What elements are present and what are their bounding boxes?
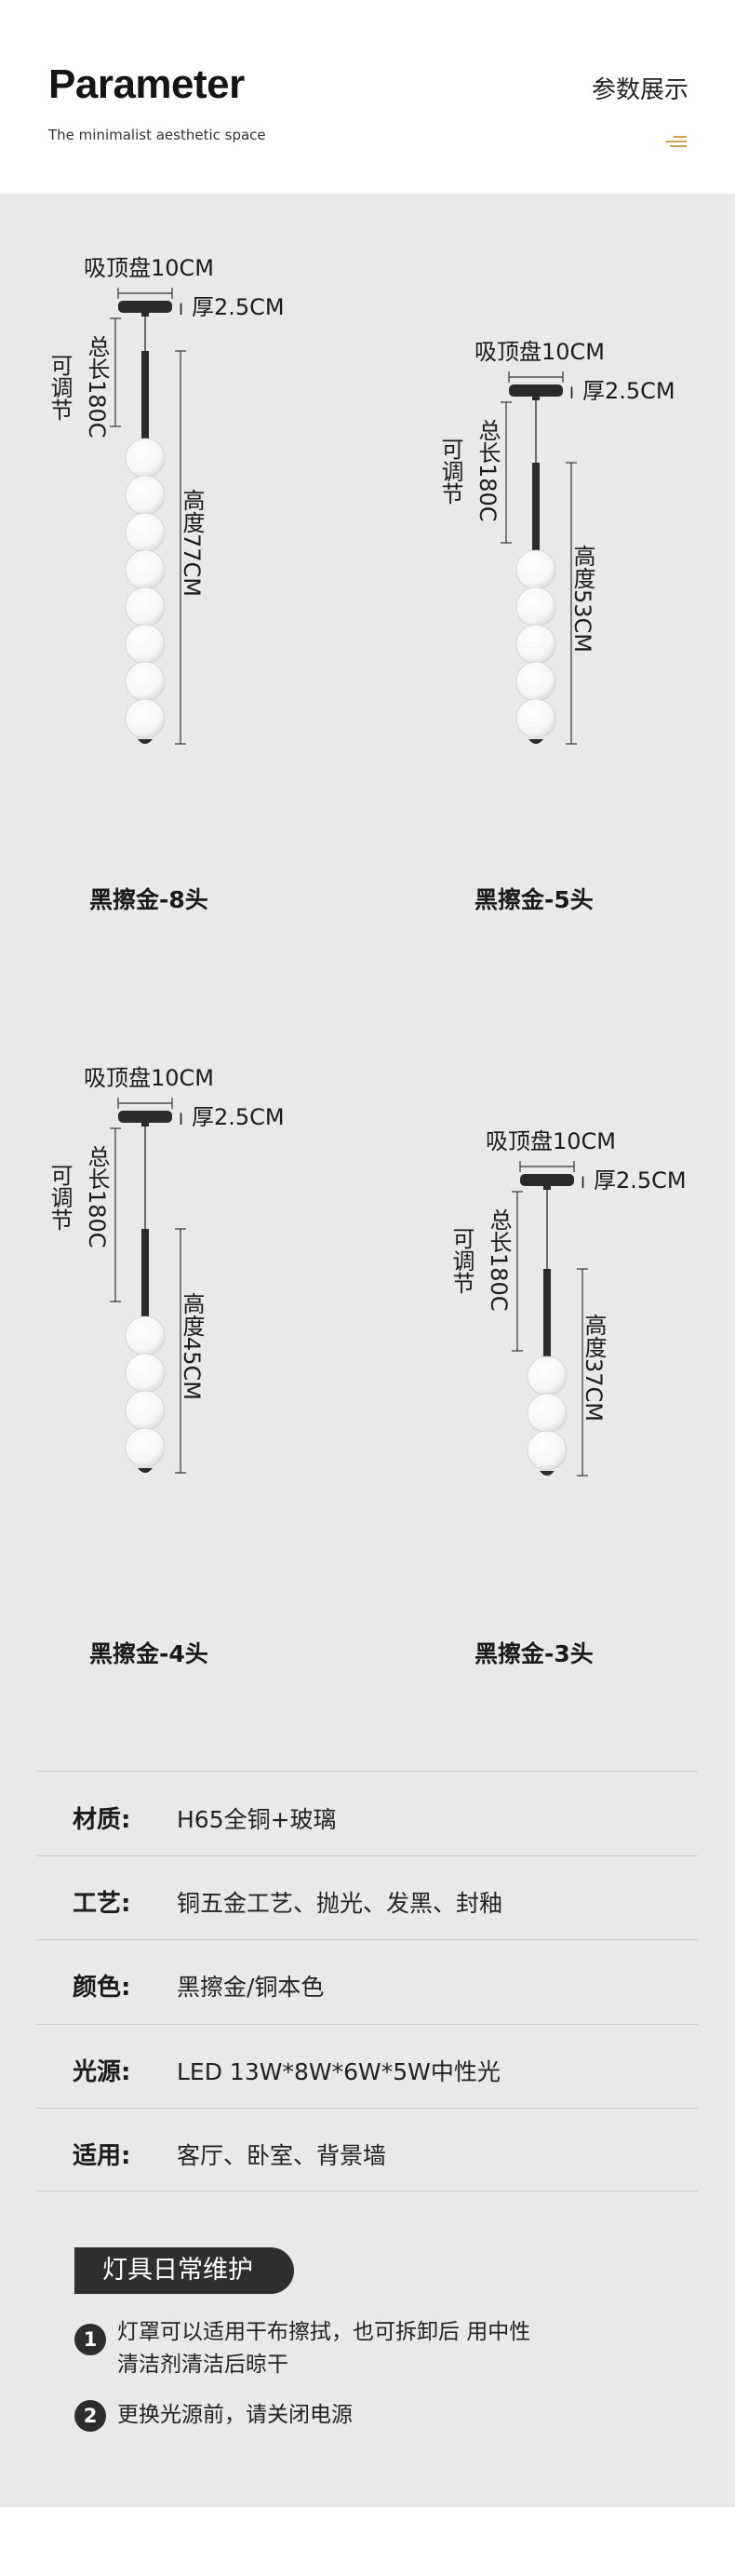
spec-label-color: 颜色:	[73, 1974, 131, 2002]
maintenance-item-1-line1: 灯罩可以适用干布擦拭，也可拆卸后 用中性	[117, 2320, 531, 2344]
lamp-2-finial	[528, 739, 543, 744]
lamp-1-finial	[138, 739, 153, 744]
lamp-2-adjustable-label: 可调节	[437, 438, 463, 505]
lamp-1-thickness-tick: I	[179, 301, 183, 319]
lamp-2-canopy-cap	[532, 396, 540, 400]
lamp-4-canopy-cap	[543, 1185, 551, 1190]
page-subtitle: The minimalist aesthetic space	[48, 127, 266, 143]
lamp-2-length-label: 总长180C	[474, 419, 501, 522]
lamp-4-canopy-label: 吸顶盘10CM	[486, 1128, 616, 1154]
spec-value-usage: 客厅、卧室、背景墙	[177, 2142, 387, 2169]
lamp-caption-4: 黑擦金-3头	[474, 1640, 594, 1667]
spec-divider	[37, 2024, 698, 2025]
lamp-3-canopy	[118, 1111, 172, 1123]
lamp-4-finial	[540, 1471, 555, 1476]
content-panel	[0, 194, 735, 2507]
maintenance-item-1-line2: 清洁剂清洁后晾干	[117, 2353, 288, 2377]
page-footer	[0, 2507, 735, 2576]
lamp-1-thickness-label: 厚2.5CM	[192, 294, 285, 320]
spec-label-usage: 适用:	[73, 2142, 131, 2170]
lamp-1-globe	[125, 587, 166, 627]
page-header: Parameter The minimalist aesthetic space…	[0, 0, 735, 194]
spec-label-light: 光源:	[73, 2058, 131, 2086]
lamp-2-thickness-label: 厚2.5CM	[582, 378, 675, 404]
lamp-1-stem	[141, 351, 149, 449]
spec-label-material: 材质:	[73, 1806, 131, 1834]
page-title: Parameter	[48, 61, 245, 107]
lamp-3-height-label: 高度45CM	[179, 1292, 205, 1400]
lamp-2-globe	[515, 698, 556, 739]
lamp-3-adjustable-label: 可调节	[47, 1164, 73, 1231]
lamp-caption-2: 黑擦金-5头	[474, 886, 594, 913]
lamp-3-canopy-label: 吸顶盘10CM	[84, 1065, 214, 1091]
lamp-3-globe	[125, 1353, 166, 1394]
lamp-2-globe	[515, 587, 556, 627]
maintenance-title: 灯具日常维护	[74, 2247, 294, 2294]
spec-value-craft: 铜五金工艺、抛光、发黑、封釉	[177, 1890, 503, 1917]
lamp-3-globe	[125, 1427, 166, 1468]
spec-divider	[37, 1939, 698, 1940]
lamp-4-thickness-tick: I	[581, 1174, 585, 1193]
lamp-1-globe	[125, 549, 166, 590]
lamp-1-canopy-cap	[141, 312, 149, 317]
gold-lines-icon	[666, 136, 687, 147]
lamp-2-thickness-tick: I	[569, 384, 574, 403]
lamp-3-globe	[125, 1315, 166, 1356]
lamp-4-length-label: 总长180C	[486, 1208, 512, 1312]
lamp-2-globe	[515, 624, 556, 665]
lamp-3-globe	[125, 1390, 166, 1431]
lamp-2-canopy	[509, 384, 563, 397]
lamp-3-canopy-cap	[141, 1122, 149, 1126]
lamp-1-globe	[125, 661, 166, 702]
lamp-2-globe	[515, 549, 556, 590]
lamp-1-adjustable-label: 可调节	[47, 354, 73, 421]
lamp-caption-3: 黑擦金-4头	[89, 1640, 208, 1667]
lamp-4-adjustable-label: 可调节	[448, 1227, 474, 1294]
lamp-2-canopy-label: 吸顶盘10CM	[474, 339, 605, 365]
maintenance-number-badge: 1	[74, 2324, 106, 2355]
lamp-4-globe	[527, 1430, 568, 1471]
lamp-4-globe	[527, 1393, 568, 1434]
lamp-1-canopy	[118, 301, 172, 313]
spec-divider	[37, 2191, 698, 2192]
maintenance-item-1: 灯罩可以适用干布擦拭，也可拆卸后 用中性 清洁剂清洁后晾干	[117, 2316, 530, 2381]
spec-value-color: 黑擦金/铜本色	[177, 1974, 325, 2001]
maintenance-number-badge: 2	[74, 2400, 106, 2432]
lamp-3-stem	[141, 1229, 149, 1327]
lamp-2-height-label: 高度53CM	[569, 545, 595, 653]
lamp-1-globe	[125, 512, 166, 553]
lamp-2-globe	[515, 661, 556, 702]
spec-value-light: LED 13W*8W*6W*5W中性光	[177, 2058, 501, 2085]
lamp-1-globe	[125, 698, 166, 739]
lamp-1-globe	[125, 475, 166, 516]
lamp-caption-1: 黑擦金-8头	[89, 886, 208, 913]
spec-value-material: H65全铜+玻璃	[177, 1806, 337, 1833]
page-cn-title: 参数展示	[591, 76, 688, 104]
spec-label-craft: 工艺:	[73, 1890, 131, 1918]
lamp-4-thickness-label: 厚2.5CM	[594, 1167, 687, 1194]
lamp-1-length-label: 总长180C	[84, 335, 110, 438]
spec-divider	[37, 1855, 698, 1856]
lamp-1-canopy-label: 吸顶盘10CM	[84, 255, 214, 281]
lamp-4-globe	[527, 1355, 568, 1396]
spec-divider	[37, 1771, 698, 1772]
lamp-3-thickness-label: 厚2.5CM	[192, 1104, 285, 1130]
lamp-1-height-label: 高度77CM	[179, 489, 205, 597]
lamp-1-globe	[125, 438, 166, 479]
lamp-3-length-label: 总长180C	[84, 1145, 110, 1248]
lamp-1-globe	[125, 624, 166, 665]
lamp-4-canopy	[520, 1174, 574, 1186]
maintenance-item-2: 更换光源前，请关闭电源	[117, 2403, 353, 2427]
lamp-4-stem	[543, 1269, 551, 1367]
spec-divider	[37, 2108, 698, 2109]
lamp-3-thickness-tick: I	[179, 1111, 183, 1129]
lamp-4-height-label: 高度37CM	[581, 1314, 607, 1422]
lamp-2-stem	[532, 463, 540, 560]
lamp-3-finial	[138, 1468, 153, 1473]
